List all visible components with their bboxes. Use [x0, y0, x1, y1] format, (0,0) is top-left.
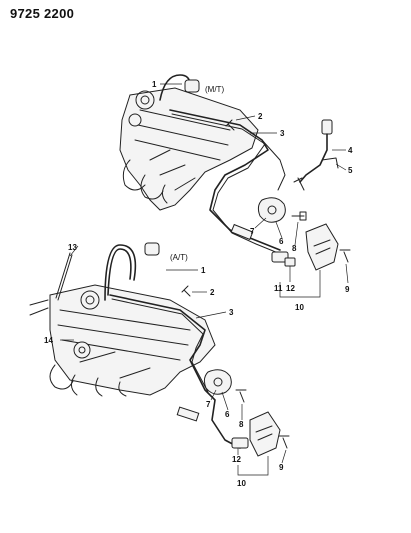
callout-label: 10	[237, 479, 246, 488]
callout-label: 3	[229, 308, 234, 317]
bolt	[291, 211, 307, 221]
callout-label: 12	[232, 455, 241, 464]
callout-label: 6	[225, 410, 230, 419]
bolt	[235, 389, 247, 403]
manual-transmission-label: (M/T)	[205, 85, 224, 94]
callout-label: 5	[348, 166, 353, 175]
automatic-transmission-label: (A/T)	[170, 253, 188, 262]
callout-label: 1	[201, 266, 206, 275]
control-unit	[305, 223, 339, 271]
solenoid-valve	[184, 79, 200, 93]
sensor-cable	[299, 133, 328, 183]
harness-connector	[271, 251, 289, 263]
throttle-position-sensor	[257, 197, 286, 223]
callout-leaders	[60, 83, 349, 476]
intake-manifold	[119, 87, 259, 211]
callout-label: 2	[258, 112, 263, 121]
callout-label: 4	[348, 146, 353, 155]
throttle-position-sensor	[203, 369, 232, 395]
callout-label: 9	[345, 285, 350, 294]
callout-label: 9	[279, 463, 284, 472]
control-unit	[249, 411, 281, 457]
callout-label: 1	[152, 80, 157, 89]
callout-label: 11	[274, 284, 283, 293]
screw	[225, 119, 235, 131]
callout-label: 10	[295, 303, 304, 312]
wire-harness	[109, 294, 241, 449]
throttle-body	[80, 290, 100, 310]
screw	[181, 285, 191, 297]
document-id: 9725 2200	[10, 6, 75, 21]
manual-transmission-assembly	[119, 74, 351, 271]
intake-manifold	[49, 284, 216, 396]
variant-labels: (M/T) (A/T)	[170, 85, 224, 262]
automatic-transmission-assembly	[29, 242, 290, 457]
callout-numbers: 1 2 3 4 5 6 7 8 9 10 11 12 13 14 1 2 3 7…	[44, 80, 353, 488]
mounting-bolt	[278, 435, 290, 449]
callout-label: 7	[206, 400, 211, 409]
solenoid-valve	[144, 242, 160, 256]
callout-label: 13	[68, 243, 77, 252]
callout-label: 3	[280, 129, 285, 138]
sensor-connector	[321, 119, 333, 135]
callout-label: 8	[239, 420, 244, 429]
callout-label: 12	[286, 284, 295, 293]
vacuum-hose	[104, 244, 137, 301]
mounting-bolt	[339, 249, 351, 263]
harness-connector	[231, 437, 249, 449]
callout-label: 2	[210, 288, 215, 297]
idle-speed-actuator	[73, 341, 91, 359]
callout-label: 8	[292, 244, 297, 253]
callout-label: 6	[279, 237, 284, 246]
bracket-cable	[55, 252, 73, 301]
callout-label: 7	[250, 227, 255, 236]
throttle-body	[135, 90, 155, 110]
callout-label: 14	[44, 336, 53, 345]
